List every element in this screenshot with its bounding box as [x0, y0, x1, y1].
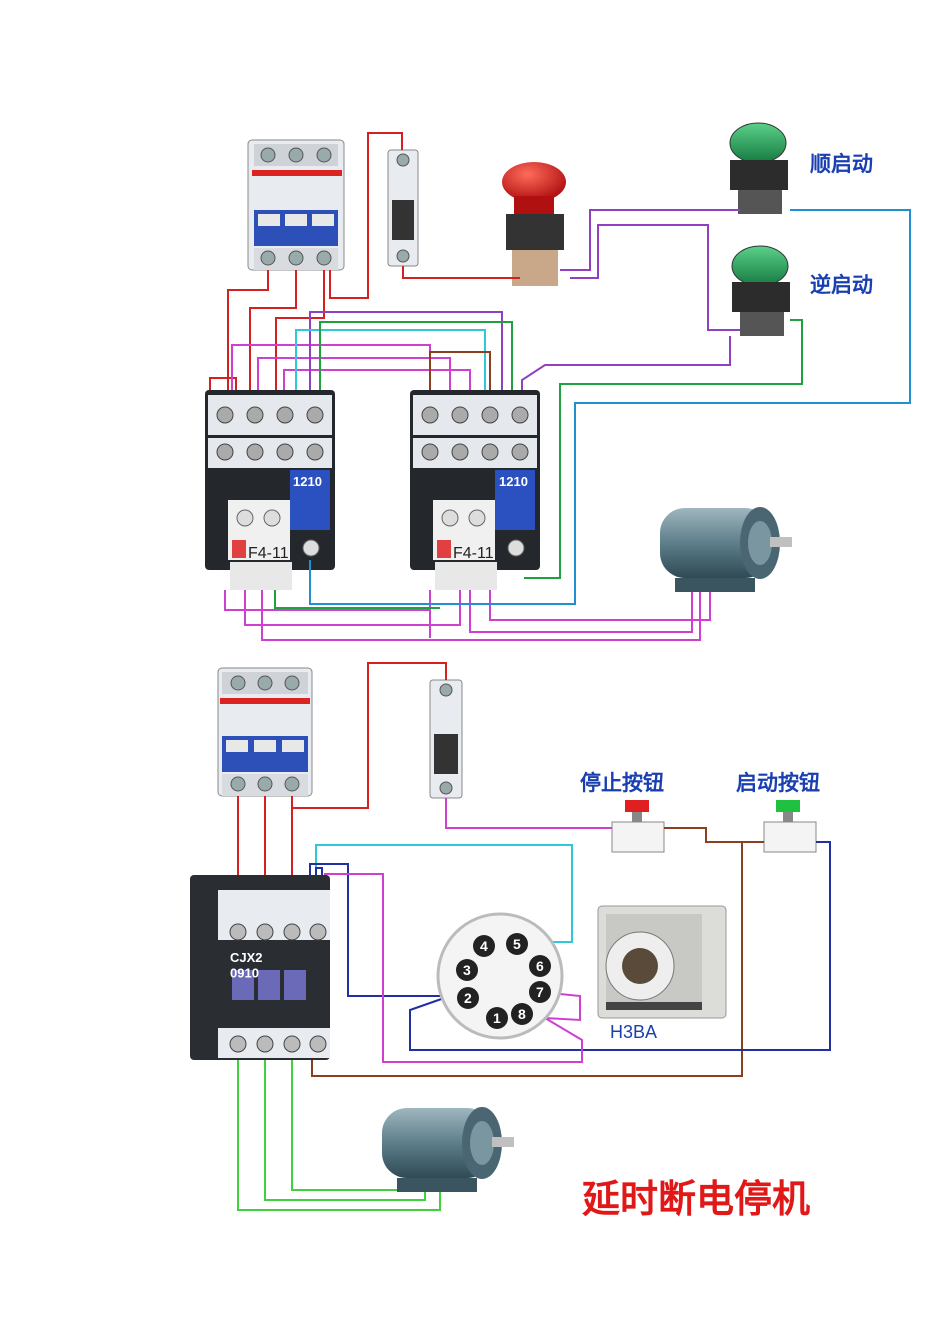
three-pole-breaker-top	[247, 139, 345, 271]
aux-block-1-label: F4-11	[248, 545, 289, 562]
socket-pin-3: 3	[463, 962, 471, 978]
socket-pin-1: 1	[493, 1010, 501, 1026]
contactor-2-code: 1210	[499, 474, 528, 489]
reverse-start-button	[731, 245, 790, 336]
contactor-3	[190, 875, 330, 1060]
forward-start-button	[729, 122, 788, 214]
stop-button-label: 停止按钮	[580, 771, 664, 795]
start-button	[763, 800, 817, 853]
stop-button	[611, 800, 665, 853]
contactor-1	[205, 390, 335, 590]
contactor-1-code: 1210	[293, 474, 322, 489]
socket-pin-5: 5	[513, 936, 521, 952]
single-pole-breaker-top	[387, 149, 419, 267]
socket-pin-2: 2	[464, 990, 472, 1006]
timer-model-label: H3BA	[610, 1022, 657, 1042]
aux-block-2-label: F4-11	[453, 545, 494, 562]
timer-socket	[436, 912, 564, 1040]
socket-pin-6: 6	[536, 958, 544, 974]
start-button-label: 启动按钮	[736, 771, 820, 795]
contactor-2	[410, 390, 540, 590]
forward-start-label: 顺启动	[810, 152, 873, 176]
three-pole-breaker-bottom	[217, 667, 313, 797]
h3ba-timer	[597, 905, 727, 1019]
motor-wiring-top	[224, 560, 711, 641]
socket-pin-7: 7	[536, 984, 544, 1000]
socket-pin-4: 4	[480, 938, 488, 954]
top-wiring	[209, 132, 911, 605]
socket-pin-8: 8	[518, 1006, 526, 1022]
emergency-stop-button	[502, 162, 566, 286]
diagram-title: 延时断电停机	[582, 1176, 810, 1221]
single-pole-breaker-bottom	[429, 679, 463, 799]
motor-bottom	[382, 1107, 514, 1192]
reverse-start-label: 逆启动	[810, 273, 873, 297]
motor-top	[660, 507, 792, 592]
